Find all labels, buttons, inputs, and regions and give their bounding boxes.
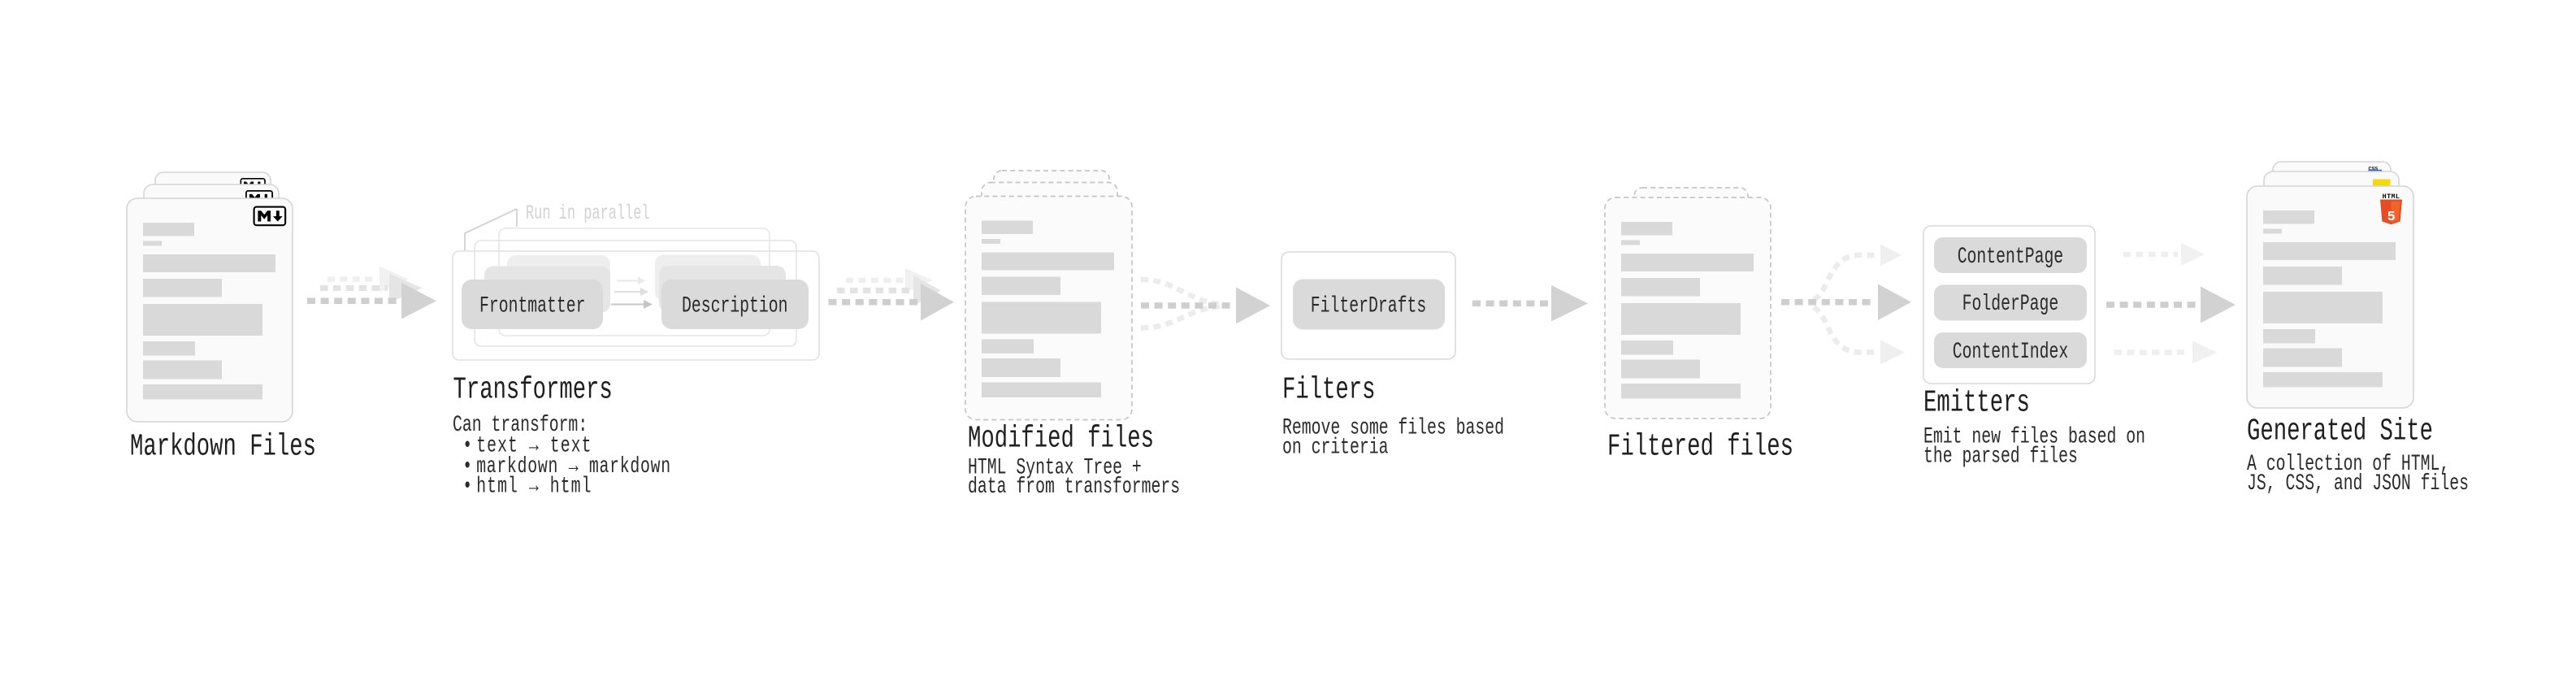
svg-text:Emitters: Emitters	[1923, 384, 2030, 420]
svg-text:Frontmatter: Frontmatter	[479, 293, 586, 319]
svg-text:text → text: text → text	[476, 434, 591, 459]
svg-text:HTML Syntax Tree +: HTML Syntax Tree +	[968, 456, 1142, 481]
svg-text:on criteria: on criteria	[1282, 436, 1389, 461]
svg-text:HTML: HTML	[2383, 193, 2400, 201]
svg-text:FilterDrafts: FilterDrafts	[1311, 293, 1426, 319]
svg-text:Markdown Files: Markdown Files	[130, 428, 316, 464]
svg-text:data from transformers: data from transformers	[968, 475, 1180, 500]
svg-text:5: 5	[2387, 210, 2396, 225]
svg-text:Remove some files based: Remove some files based	[1282, 416, 1504, 441]
svg-text:•: •	[462, 454, 472, 479]
svg-text:Transformers: Transformers	[453, 371, 613, 407]
svg-text:JS, CSS, and JSON files: JS, CSS, and JSON files	[2247, 471, 2469, 497]
svg-text:A collection of HTML,: A collection of HTML,	[2247, 452, 2449, 477]
svg-text:html → html: html → html	[476, 475, 591, 500]
svg-text:Filtered files: Filtered files	[1607, 428, 1793, 464]
svg-text:FolderPage: FolderPage	[1962, 292, 2059, 317]
svg-text:ContentIndex: ContentIndex	[1953, 340, 2068, 365]
svg-text:Generated Site: Generated Site	[2247, 413, 2433, 449]
svg-text:Modified files: Modified files	[968, 420, 1154, 456]
svg-text:Run in parallel: Run in parallel	[526, 202, 650, 225]
svg-text:Emit new files based on: Emit new files based on	[1923, 424, 2145, 449]
svg-text:CSS: CSS	[2369, 166, 2379, 171]
svg-text:ContentPage: ContentPage	[1958, 245, 2064, 270]
svg-text:Filters: Filters	[1282, 371, 1376, 407]
svg-text:the parsed files: the parsed files	[1923, 444, 2078, 469]
svg-text:Can transform:: Can transform:	[453, 413, 588, 438]
svg-text:•: •	[462, 434, 472, 459]
svg-text:Description: Description	[682, 293, 788, 319]
svg-text:markdown → markdown: markdown → markdown	[476, 454, 670, 479]
svg-text:•: •	[462, 475, 472, 500]
